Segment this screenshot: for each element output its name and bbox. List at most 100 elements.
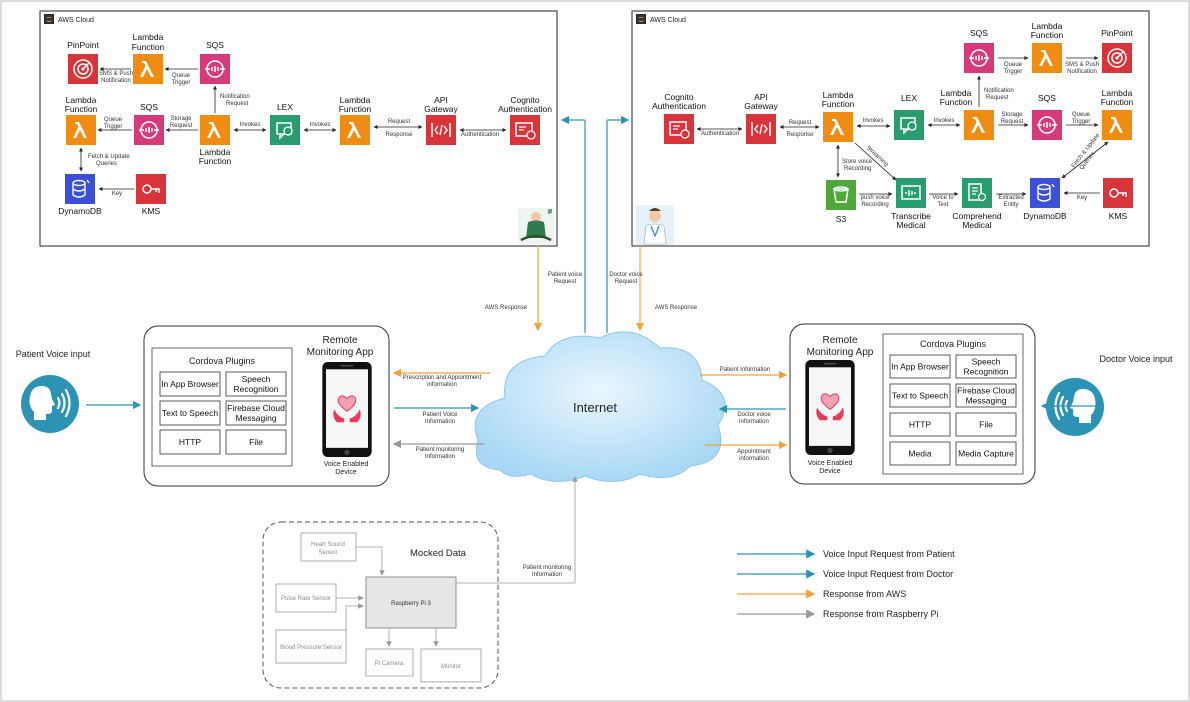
plugin-label: Text to Speech [892, 391, 949, 401]
link-label: information [739, 456, 769, 462]
plugin-label: Media [908, 449, 931, 459]
lambda-label: Function [132, 42, 165, 52]
edge-label: Fetch & Update [88, 154, 130, 160]
link-label: Request [615, 279, 638, 285]
device-label: Device [819, 468, 841, 475]
sqs-label: SQS [140, 102, 158, 112]
lambda-label: Lambda [133, 32, 164, 42]
aws-cloud-icon [44, 14, 54, 24]
plugin-item: Text to Speech [889, 383, 951, 408]
edge-label: Authentication [461, 132, 499, 138]
plugin-label: HTTP [909, 420, 932, 430]
link-label: Patient Voice [422, 412, 458, 418]
lambda-label: Function [822, 99, 855, 109]
link-label: Information [425, 419, 455, 425]
link-label: Doctor voice [737, 412, 771, 418]
edge-label: Request [388, 119, 411, 125]
plugin-item: Media Capture [955, 441, 1017, 466]
edge-label: Response [385, 132, 413, 138]
pinpoint-icon [68, 54, 98, 84]
edge-label: Trigger [1072, 119, 1091, 125]
plugin-label: Speech [242, 374, 271, 384]
edge-label: Trigger [172, 80, 191, 86]
lex-label: LEX [901, 93, 917, 103]
raspberry-pi-label: Raspberry Pi 3 [391, 601, 431, 607]
lambda-label: Function [199, 156, 232, 166]
legend-label: Response from Raspberry Pi [823, 609, 939, 619]
edge-label: Invokes [863, 118, 884, 124]
link-label: Patient monitoring [523, 565, 571, 571]
lambda-label: Lambda [200, 147, 231, 157]
heart-sensor-label: Heart Sound [311, 542, 345, 548]
plugin-item: In App Browser [159, 371, 221, 397]
aws-cloud-right: AWS Cloud Cognito Authentication API Gat… [631, 10, 1150, 247]
patient-avatar [518, 208, 554, 244]
plugin-label: File [249, 437, 263, 447]
monitor-label: Monitor [441, 664, 461, 670]
edge-label: Queries [96, 161, 117, 167]
bp-sensor-label: Blood Pressure Sensor [280, 645, 342, 651]
cognito-icon [664, 114, 694, 144]
link-label: Patient monitoring [416, 447, 464, 453]
edge-label: Queue [1004, 62, 1023, 68]
patient-app: Remote Monitoring App Voice Enabled Devi… [143, 325, 390, 487]
lambda-icon [1032, 43, 1062, 73]
edge-label: Key [1077, 195, 1087, 201]
lambda-icon [1102, 110, 1132, 140]
comprehend-medical-icon [962, 178, 992, 208]
edge-label: Request [170, 123, 193, 129]
transcribe-label: Transcribe [891, 211, 931, 221]
aws-cloud-icon [636, 14, 646, 24]
transcribe-medical-icon [896, 178, 926, 208]
edge-label: Storage [1001, 112, 1023, 118]
pinpoint-label: PinPoint [67, 40, 99, 50]
edge-label: Extracted [998, 195, 1023, 201]
lambda-label: Function [1031, 30, 1064, 40]
plugin-label: Speech [972, 357, 1001, 367]
plugin-item: File [225, 429, 287, 455]
edge-label: Invokes [934, 118, 955, 124]
plugin-item: HTTP [159, 429, 221, 455]
transcribe-label: Medical [896, 220, 925, 230]
device-label: Device [335, 469, 357, 476]
cognito-label: Authentication [652, 101, 706, 111]
edge-label: Recording [861, 202, 888, 208]
legend-item: Voice Input Request from Doctor [737, 569, 953, 579]
lambda-icon [66, 115, 96, 145]
plugin-label: Text to Speech [162, 408, 219, 418]
dynamodb-icon [65, 174, 95, 204]
doctor-app: Remote Monitoring App Voice Enabled Devi… [789, 323, 1036, 485]
plugin-label: Recognition [964, 367, 1009, 377]
app-title: Monitoring App [807, 347, 874, 358]
edge-label: Notification [220, 94, 250, 100]
legend-label: Voice Input Request from Patient [823, 549, 955, 559]
link-label: AWS Response [655, 305, 698, 311]
lex-icon [894, 110, 924, 140]
edge-label: Request [1001, 119, 1024, 125]
cognito-icon [510, 115, 540, 145]
lambda-label: Lambda [66, 95, 97, 105]
device-label: Voice Enabled [324, 461, 369, 468]
cognito-label: Authentication [498, 104, 552, 114]
lambda-icon [200, 115, 230, 145]
edge-label: Store voice [842, 159, 873, 165]
sqs-icon [964, 43, 994, 73]
plugin-label: File [979, 420, 993, 430]
edge-label: Response [786, 132, 814, 138]
link-label: information [427, 382, 457, 388]
internet-label: Internet [573, 400, 617, 415]
plugin-item: HTTP [889, 412, 951, 437]
link-label: Doctor voice [609, 272, 643, 278]
sqs-label: SQS [970, 28, 988, 38]
plugin-label: Recognition [234, 384, 279, 394]
plugins-title: Cordova Plugins [189, 356, 256, 366]
lambda-icon [340, 115, 370, 145]
plugin-label: Messaging [965, 396, 1006, 406]
lambda-label: Lambda [340, 95, 371, 105]
link-label: Request [554, 279, 577, 285]
link-label: Information [532, 572, 562, 578]
mocked-data: Mocked Data Heart Sound Sensor Pulse Rat… [262, 476, 578, 689]
